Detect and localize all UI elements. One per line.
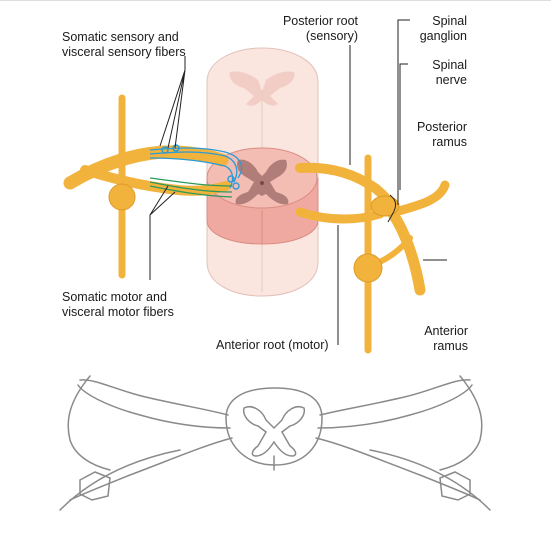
- label-somatic-sensory-fibers: Somatic sensory and visceral sensory fib…: [62, 30, 186, 59]
- label-posterior-ramus: Posterior ramus: [416, 120, 467, 149]
- leader-lines: [149, 19, 447, 345]
- label-posterior-root: Posterior root (sensory): [282, 14, 358, 43]
- sensory-neuron-bodies: [161, 144, 240, 190]
- left-sympathetic-ganglion: [108, 183, 136, 211]
- label-spinal-nerve: Spinal nerve: [432, 58, 467, 87]
- right-sympathetic-ganglion: [353, 253, 383, 283]
- label-spinal-ganglion: Spinal ganglion: [419, 14, 467, 43]
- spinal-ganglion: [370, 195, 400, 217]
- left-spinal-nerve: [63, 94, 231, 279]
- spinal-cord-cross-section: [206, 147, 319, 245]
- gray-matter-top-faint: [229, 71, 295, 106]
- bottom-outline-schematic: [59, 375, 491, 511]
- label-anterior-root: Anterior root (motor): [216, 338, 329, 352]
- central-canal: [260, 181, 264, 185]
- nerve-fibers: [149, 147, 243, 198]
- label-somatic-motor-fibers: Somatic motor and visceral motor fibers: [62, 290, 174, 319]
- label-anterior-ramus: Anterior ramus: [424, 324, 468, 353]
- right-spinal-nerve: [295, 154, 450, 354]
